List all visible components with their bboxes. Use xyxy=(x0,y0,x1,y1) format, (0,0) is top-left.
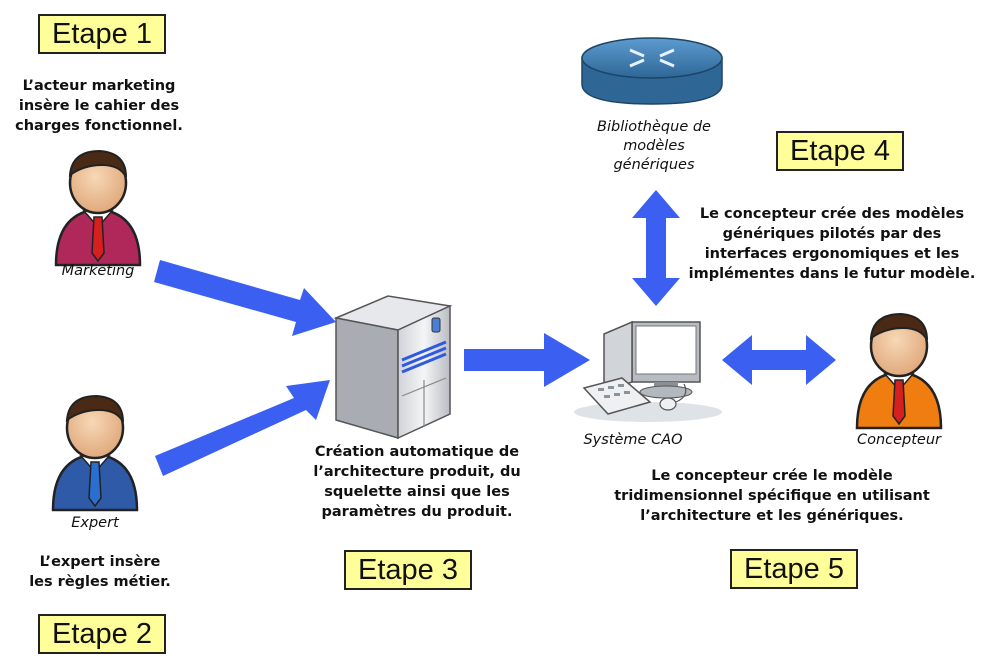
designer-label: Concepteur xyxy=(856,432,942,448)
marketing-description: L’acteur marketing insère le cahier des … xyxy=(15,78,183,134)
marketing-person-icon xyxy=(54,149,142,267)
cad-workstation-icon xyxy=(574,320,722,422)
expert-person-icon xyxy=(51,394,139,512)
arrow-library-cad xyxy=(632,190,680,306)
server-icon xyxy=(333,295,453,440)
library-description: Le concepteur crée des modèles générique… xyxy=(688,206,976,282)
arrow-server-to-cad xyxy=(464,333,590,387)
step-3-box: Etape 3 xyxy=(344,550,472,590)
step-5-box: Etape 5 xyxy=(730,549,858,589)
step-2-box: Etape 2 xyxy=(38,614,166,654)
library-router-icon xyxy=(581,37,723,105)
expert-label: Expert xyxy=(71,515,119,531)
arrow-marketing-to-server xyxy=(154,260,336,336)
step-4-box: Etape 4 xyxy=(776,131,904,171)
marketing-label: Marketing xyxy=(61,263,135,279)
step-1-box: Etape 1 xyxy=(38,14,166,54)
cad-description: Le concepteur crée le modèle tridimensio… xyxy=(614,468,930,524)
arrow-expert-to-server xyxy=(155,380,330,476)
designer-person-icon xyxy=(855,312,943,430)
expert-description: L’expert insère les règles métier. xyxy=(29,554,171,590)
arrow-cad-designer xyxy=(722,335,836,385)
server-description: Création automatique de l’architecture p… xyxy=(313,444,521,520)
library-label: Bibliothèque de modèles génériques xyxy=(597,119,711,173)
cad-system-label: Système CAO xyxy=(583,432,683,448)
